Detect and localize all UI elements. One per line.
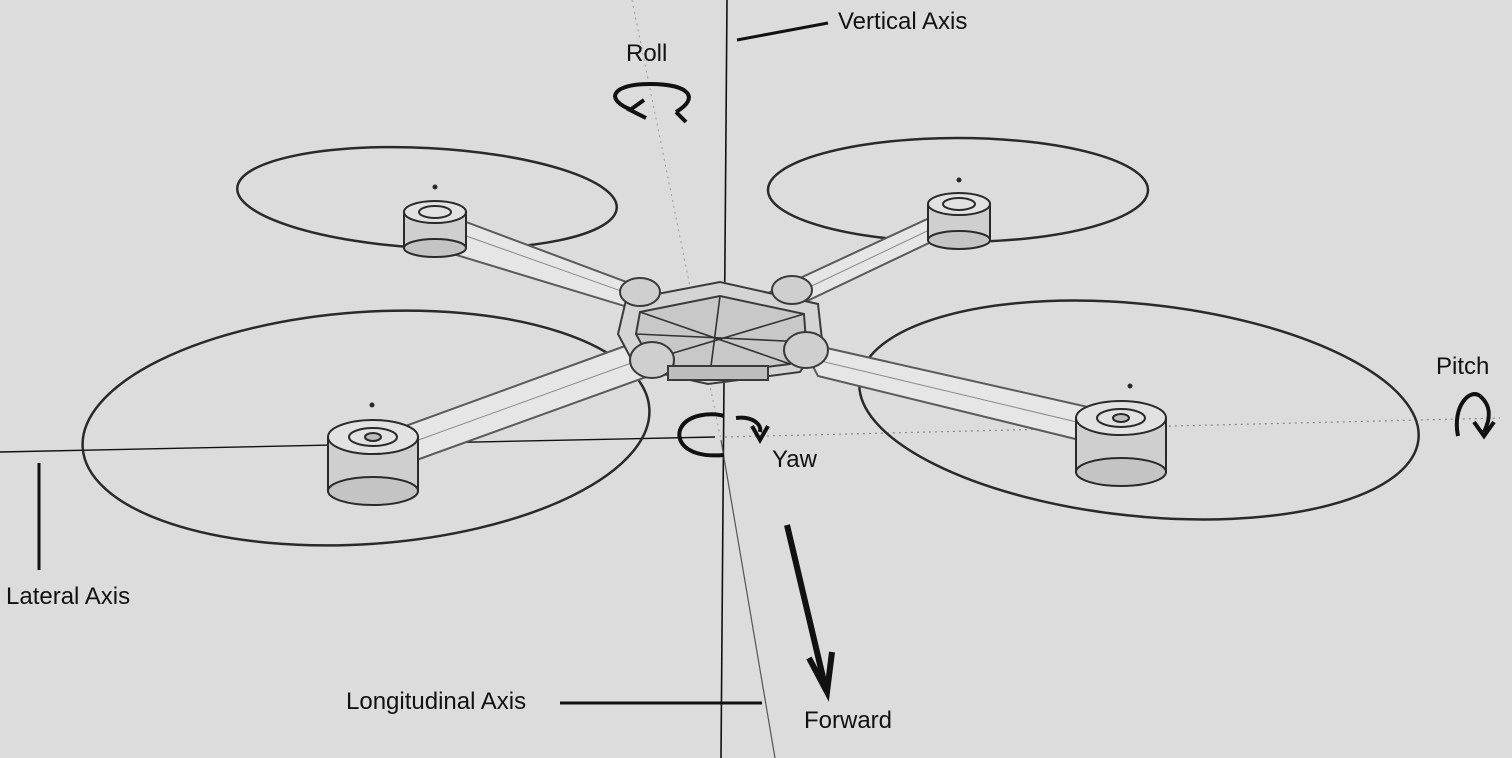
lateral-axis-label: Lateral Axis	[6, 583, 131, 610]
forward-label: Forward	[804, 707, 893, 734]
motor-rear-right	[927, 177, 991, 250]
motor-front-right	[1075, 383, 1167, 487]
label-leaders	[37, 21, 829, 705]
pitch-label: Pitch	[1436, 353, 1490, 380]
motor-rear-left	[403, 184, 467, 258]
longitudinal-axis-label: Longitudinal Axis	[346, 688, 527, 715]
propeller-disc-front-left	[81, 309, 651, 547]
pitch-rotation-icon	[1454, 392, 1496, 440]
longitudinal-axis-line	[720, 439, 776, 758]
vertical-axis-label: Vertical Axis	[838, 8, 968, 35]
vertical-axis-leader	[736, 21, 829, 42]
roll-label: Roll	[626, 40, 668, 67]
yaw-rotation-icon	[677, 412, 770, 458]
motor-front-left	[327, 402, 419, 506]
center-frame	[616, 275, 829, 386]
motors	[327, 177, 1167, 506]
arm-front-right	[798, 340, 1112, 448]
roll-rotation-icon	[613, 81, 691, 124]
yaw-label: Yaw	[772, 446, 817, 473]
forward-arrow	[784, 524, 835, 702]
